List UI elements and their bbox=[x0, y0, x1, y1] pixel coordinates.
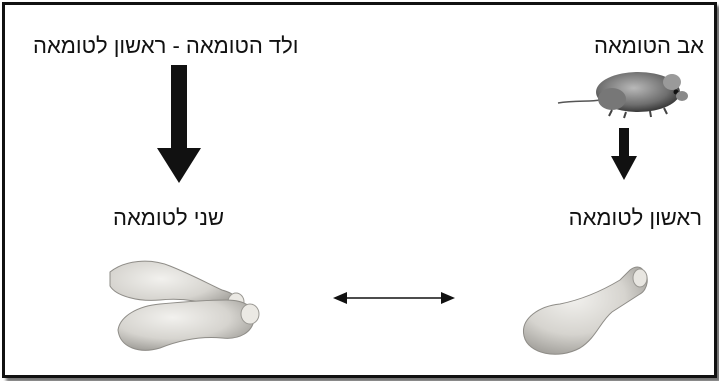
mouse-icon bbox=[558, 72, 688, 118]
big-down-arrow-icon bbox=[157, 65, 201, 183]
chicken-legs-icon bbox=[110, 261, 259, 350]
small-down-arrow-icon bbox=[611, 128, 637, 180]
chicken-leg-icon bbox=[523, 267, 647, 354]
double-arrow-icon bbox=[333, 292, 455, 304]
